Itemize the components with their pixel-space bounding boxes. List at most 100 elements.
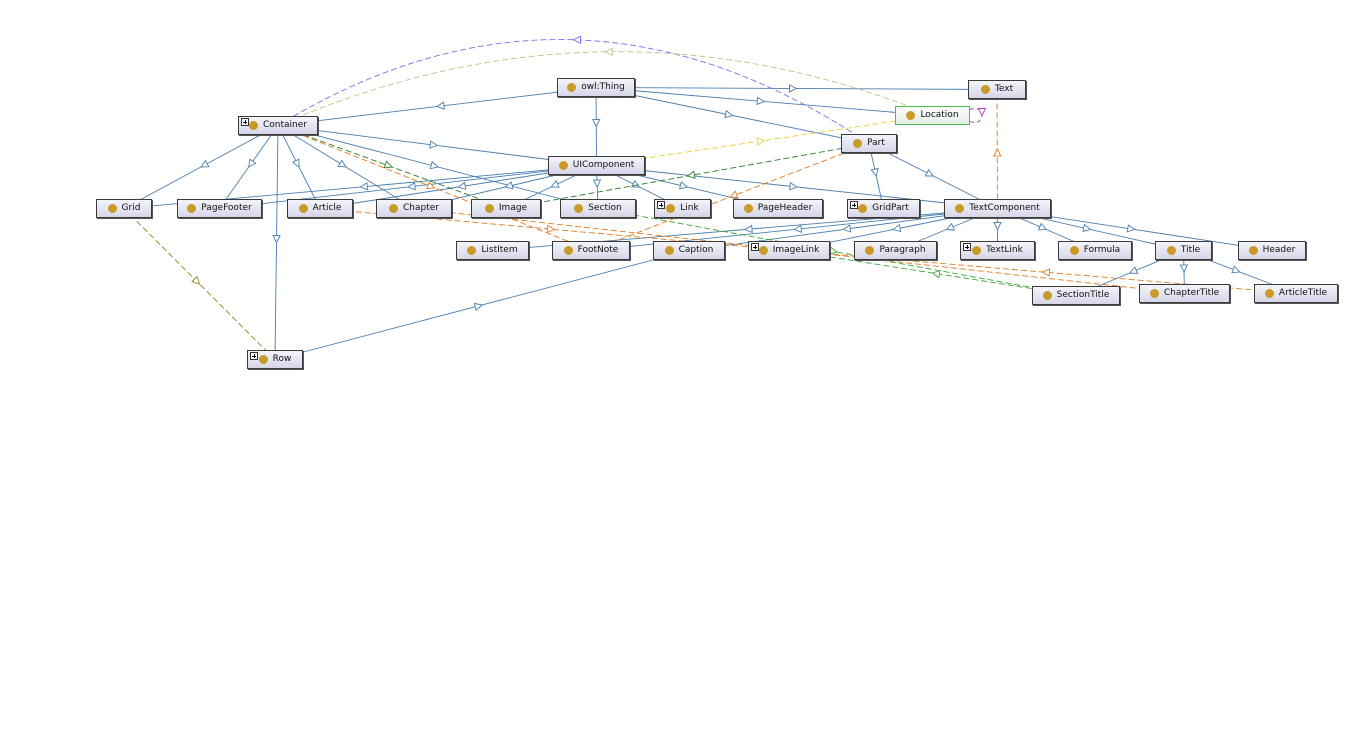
class-node-uicomponent[interactable]: UIComponent	[548, 156, 645, 175]
edge-arrowhead	[337, 159, 347, 168]
edge-arrowhead	[248, 158, 257, 168]
class-icon	[858, 204, 868, 213]
edge-arrowhead	[828, 246, 838, 255]
expand-icon[interactable]	[241, 118, 249, 126]
edge-arrowhead	[272, 234, 281, 244]
class-icon	[1042, 291, 1052, 300]
class-node-article[interactable]: Article	[287, 199, 353, 218]
class-label: ImageLink	[772, 245, 820, 255]
class-node-textlink[interactable]: TextLink	[960, 241, 1035, 260]
class-node-imagelink[interactable]: ImageLink	[748, 241, 830, 260]
edge-arrowhead	[729, 190, 739, 199]
class-label: Image	[498, 203, 528, 213]
class-icon	[1248, 246, 1258, 255]
class-label: FootNote	[577, 245, 619, 255]
edge-arrowhead	[892, 223, 902, 233]
edge-arrowhead	[924, 168, 935, 177]
edge-arrowhead	[756, 137, 766, 146]
expand-icon[interactable]	[250, 352, 258, 360]
class-label: Row	[272, 354, 292, 364]
expand-icon[interactable]	[751, 243, 759, 251]
edge-arrowhead	[407, 181, 416, 191]
edge-arrowhead	[383, 160, 393, 169]
class-node-location[interactable]: Location	[895, 106, 970, 125]
class-label: Link	[680, 203, 699, 213]
edge-container-to-footnote	[277, 125, 592, 251]
class-label: Chapter	[403, 203, 439, 213]
edge-arrowhead	[743, 224, 753, 234]
class-icon	[187, 204, 197, 213]
edge-arrowhead	[426, 181, 436, 190]
edge-arrowhead	[1128, 266, 1139, 275]
edge-arrowhead	[789, 84, 798, 93]
class-label: SectionTitle	[1056, 290, 1110, 300]
class-node-chaptertitle[interactable]: ChapterTitle	[1139, 284, 1230, 303]
class-icon	[574, 204, 584, 213]
class-icon	[1069, 246, 1079, 255]
class-node-articletitle[interactable]: ArticleTitle	[1254, 284, 1338, 303]
class-node-pagefooter[interactable]: PageFooter	[177, 199, 262, 218]
class-node-paragraph[interactable]: Paragraph	[854, 241, 937, 260]
edge-arrowhead	[591, 119, 601, 128]
class-node-header[interactable]: Header	[1238, 241, 1306, 260]
edge-arrowhead	[679, 181, 689, 190]
class-label: Container	[263, 120, 307, 130]
edge-arrowhead	[945, 222, 955, 231]
class-icon	[664, 246, 674, 255]
class-node-listitem[interactable]: ListItem	[456, 241, 529, 260]
class-label: Header	[1262, 245, 1296, 255]
class-icon	[258, 355, 268, 364]
edge-arrowhead	[842, 224, 852, 233]
class-icon	[563, 246, 573, 255]
edge-container-to-part	[277, 39, 870, 144]
edge-arrowhead	[993, 222, 1002, 231]
class-node-caption[interactable]: Caption	[653, 241, 725, 260]
class-label: Grid	[121, 203, 141, 213]
class-label: owl:Thing	[581, 82, 625, 92]
class-label: ListItem	[481, 245, 518, 255]
class-icon	[1149, 289, 1159, 298]
class-label: Location	[920, 110, 959, 120]
class-label: ArticleTitle	[1278, 288, 1328, 298]
class-node-link[interactable]: Link	[654, 199, 711, 218]
class-node-image[interactable]: Image	[471, 199, 541, 218]
class-node-row[interactable]: Row	[247, 350, 303, 369]
class-node-footnote[interactable]: FootNote	[552, 241, 630, 260]
edge-arrowhead	[572, 35, 581, 44]
edge-arrowhead	[1179, 264, 1189, 274]
class-label: GridPart	[872, 203, 909, 213]
class-icon	[107, 204, 117, 213]
class-node-sectiontitle[interactable]: SectionTitle	[1032, 286, 1120, 305]
class-node-pageheader[interactable]: PageHeader	[733, 199, 823, 218]
expand-icon[interactable]	[963, 243, 971, 251]
expand-icon[interactable]	[850, 201, 858, 209]
class-node-textcomponent[interactable]: TextComponent	[944, 199, 1051, 218]
class-node-grid[interactable]: Grid	[96, 199, 152, 218]
class-label: UIComponent	[572, 160, 635, 170]
edge-arrowhead	[200, 159, 210, 168]
expand-icon[interactable]	[657, 201, 665, 209]
class-label: ChapterTitle	[1163, 288, 1220, 298]
edge-arrowhead	[604, 47, 613, 56]
class-icon	[567, 83, 577, 92]
class-node-section[interactable]: Section	[560, 199, 636, 218]
class-node-thing[interactable]: owl:Thing	[557, 78, 635, 97]
class-node-text[interactable]: Text	[968, 80, 1026, 99]
class-icon	[972, 246, 982, 255]
class-node-gridpart[interactable]: GridPart	[847, 199, 920, 218]
class-node-part[interactable]: Part	[841, 134, 897, 153]
class-icon	[906, 111, 916, 120]
edge-arrowhead	[291, 158, 300, 168]
class-icon	[980, 85, 990, 94]
edge-arrowhead	[504, 181, 514, 190]
edge-arrowhead	[191, 275, 201, 285]
class-label: Text	[994, 84, 1014, 94]
class-label: Caption	[678, 245, 714, 255]
edge-arrowhead	[756, 96, 766, 106]
class-icon	[865, 246, 875, 255]
class-node-chapter[interactable]: Chapter	[376, 199, 452, 218]
class-node-container[interactable]: Container	[238, 116, 318, 135]
class-icon	[1264, 289, 1274, 298]
class-node-title[interactable]: Title	[1155, 241, 1212, 260]
class-node-formula[interactable]: Formula	[1058, 241, 1132, 260]
